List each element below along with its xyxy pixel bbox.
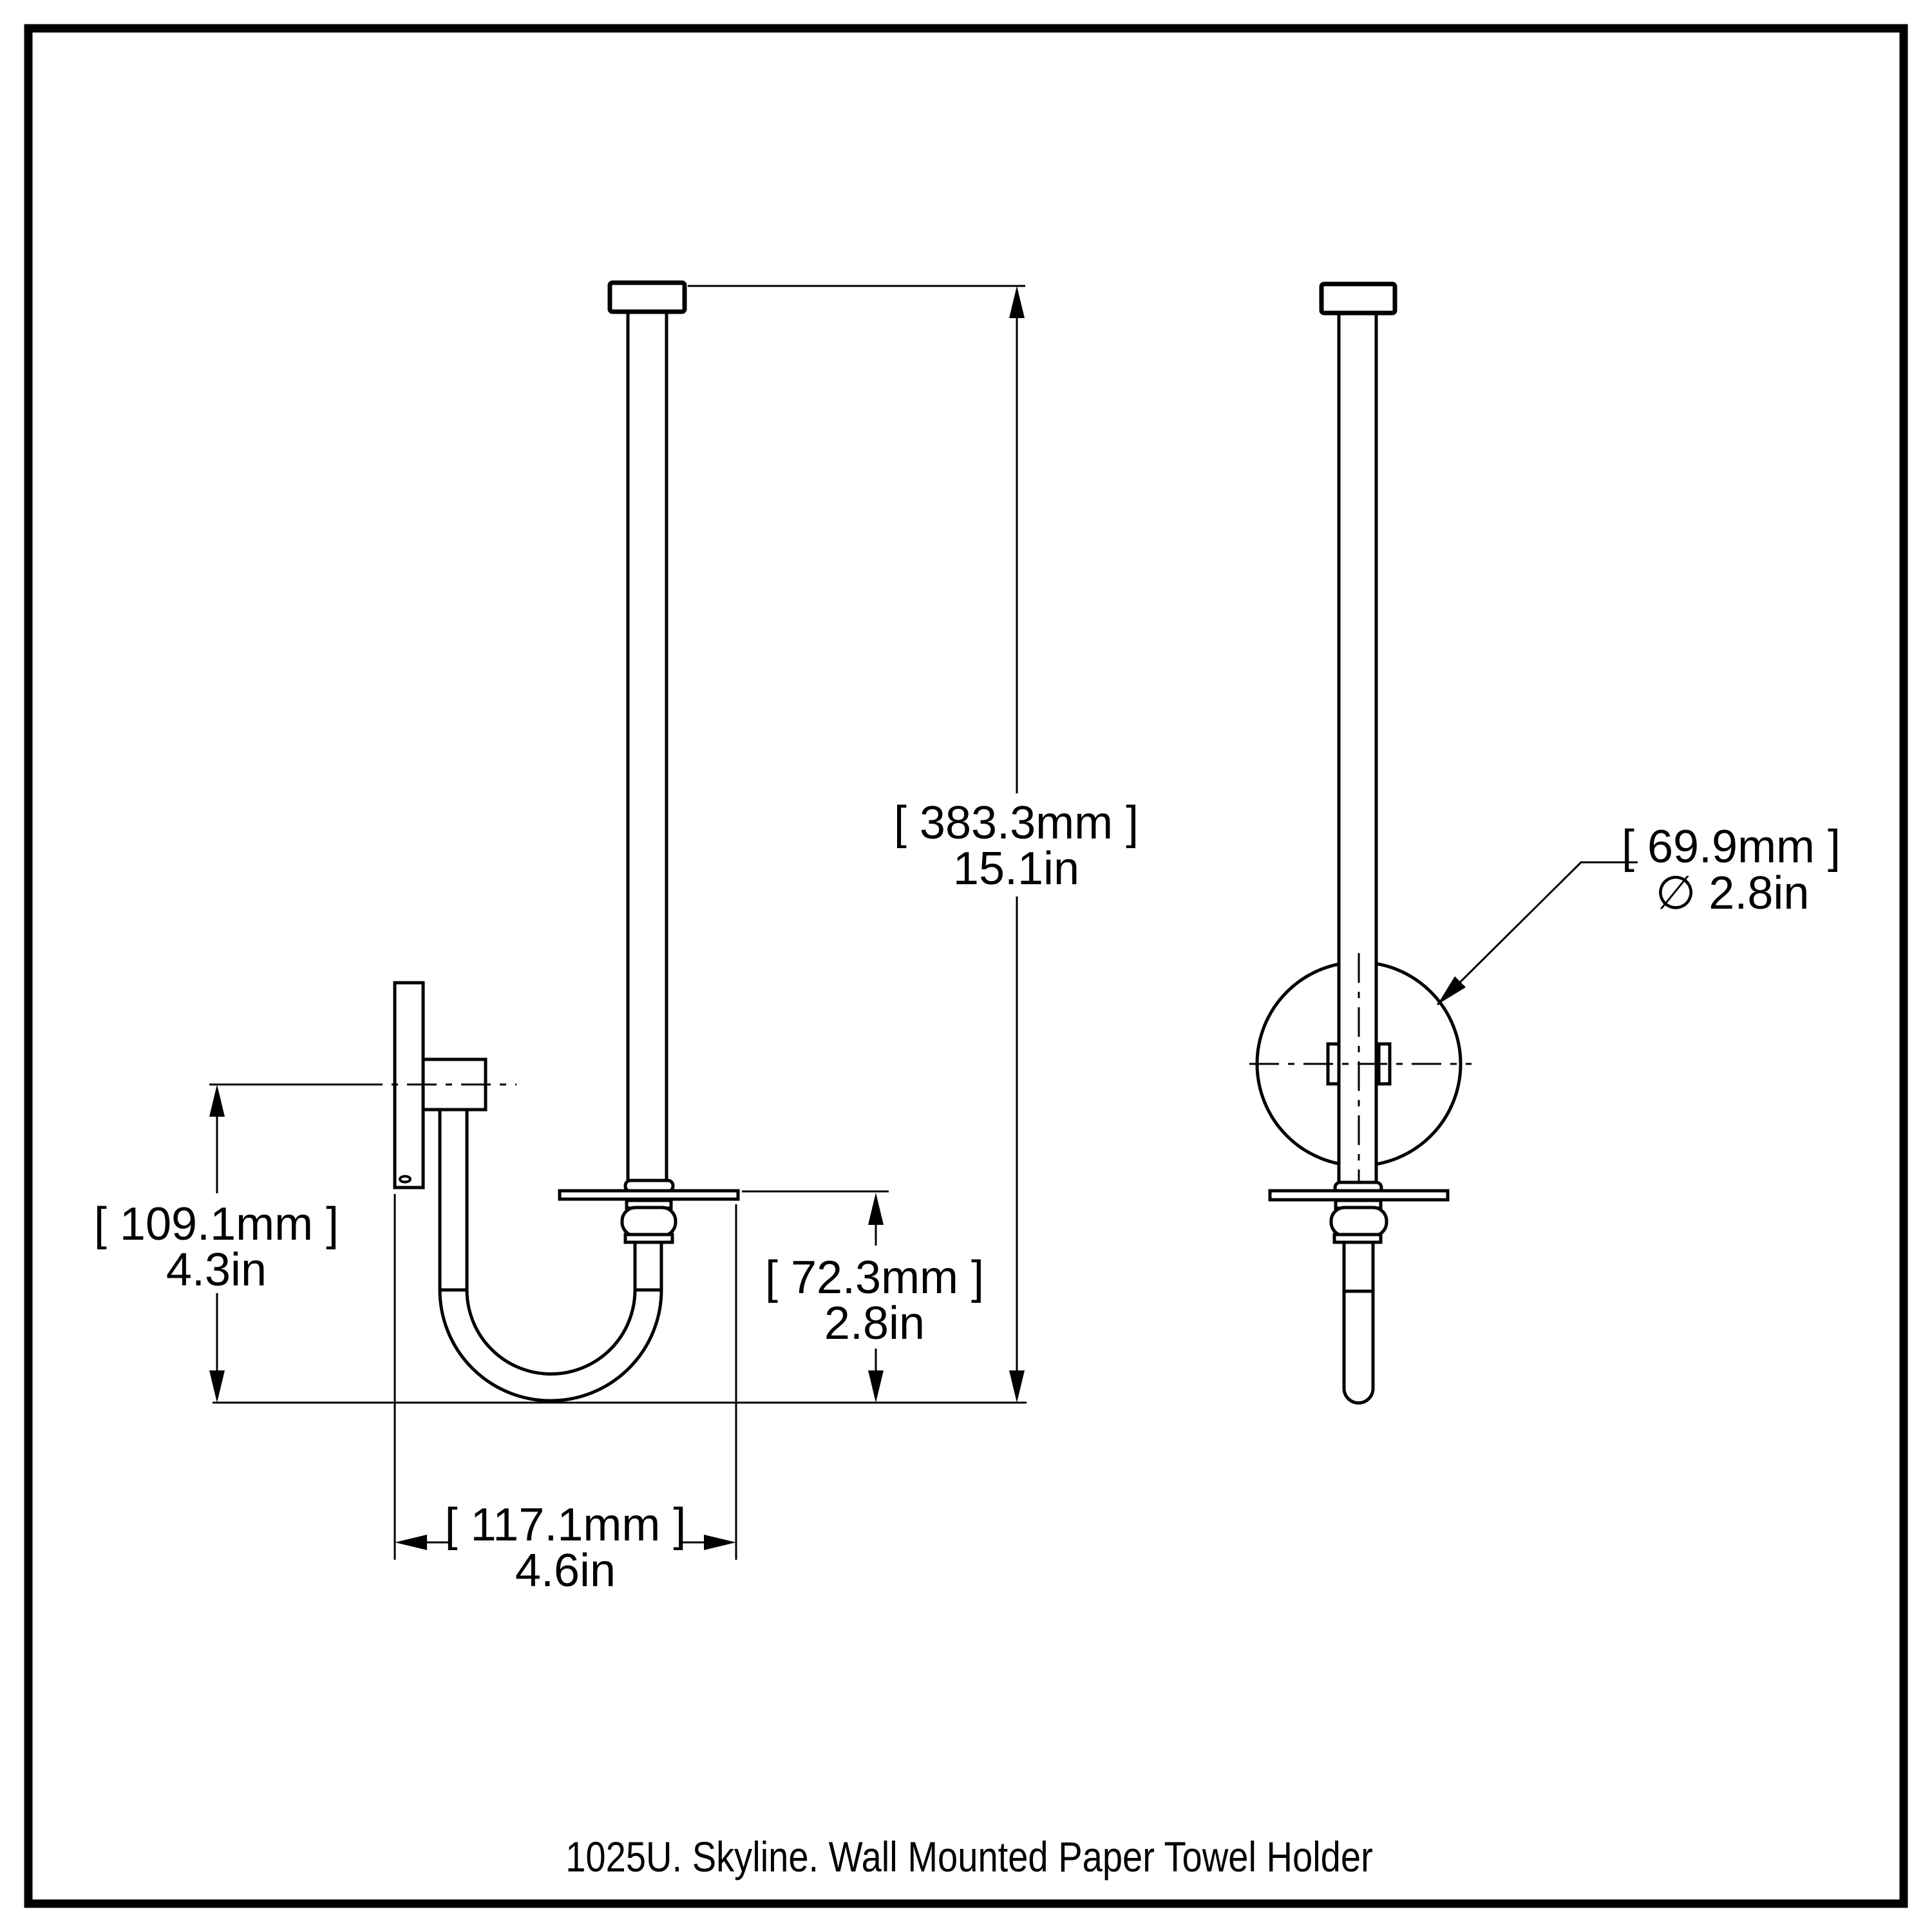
- dim-shelf-to-bottom: [ 72.3mm ] 2.8in: [742, 1190, 984, 1403]
- dim-backplate-diameter: [ 69.9mm ] ∅ 2.8in: [1436, 821, 1841, 1006]
- dim-overall-height: [ 383.3mm ] 15.1in: [688, 285, 1139, 1403]
- dim-overall-height-imperial: 15.1in: [953, 843, 1079, 895]
- arrow-up-icon: [209, 1084, 225, 1117]
- arrow-up-icon: [1009, 286, 1025, 318]
- front-view: [393, 280, 740, 1403]
- front-top-cap: [607, 280, 687, 314]
- dim-overall-height-metric: [ 383.3mm ]: [894, 797, 1139, 849]
- front-screw-hole: [399, 1175, 412, 1184]
- front-barrel-knob: [620, 1206, 677, 1238]
- side-view: [1249, 281, 1472, 1405]
- dim-projection-imperial: 4.6in: [515, 1545, 616, 1596]
- front-spindle: [633, 1242, 663, 1292]
- front-bottom-ring: [623, 1233, 674, 1244]
- arrow-right-icon: [704, 1535, 736, 1550]
- dim-projection-metric: [ 117.1mm ]: [445, 1499, 687, 1551]
- side-bottom-ring: [1332, 1233, 1383, 1244]
- arrow-left-icon: [395, 1535, 427, 1550]
- front-u-bend: [438, 1289, 663, 1403]
- caption-group: 1025U. Skyline. Wall Mounted Paper Towel…: [565, 1833, 1373, 1880]
- arrow-down-icon: [209, 1370, 225, 1403]
- drawing-caption: 1025U. Skyline. Wall Mounted Paper Towel…: [565, 1833, 1373, 1880]
- dim-diameter-metric: [ 69.9mm ]: [1622, 821, 1841, 873]
- dim-shelf-metric: [ 72.3mm ]: [765, 1252, 984, 1303]
- side-rod-fill: [1340, 313, 1375, 1182]
- side-main-rod: [1337, 313, 1378, 1182]
- side-roll-plate: [1268, 1189, 1450, 1202]
- dim-mount-imperial: 4.3in: [166, 1244, 267, 1296]
- arrow-diagonal-icon: [1437, 976, 1466, 1005]
- page-border: [24, 24, 1908, 1908]
- arrow-down-icon: [868, 1370, 884, 1403]
- front-roll-plate: [558, 1189, 740, 1201]
- side-barrel-knob: [1329, 1206, 1388, 1238]
- dim-shelf-imperial: 2.8in: [824, 1298, 925, 1349]
- side-top-cap: [1319, 281, 1397, 316]
- side-spindle: [1342, 1242, 1375, 1405]
- arrow-up-icon: [868, 1193, 884, 1225]
- front-main-rod: [626, 312, 668, 1181]
- dim-mount-metric: [ 109.1mm ]: [94, 1198, 339, 1250]
- dim-mount-center-to-bottom: [ 109.1mm ] 4.3in: [94, 1083, 516, 1403]
- leader-line: [1436, 861, 1638, 1006]
- arrow-down-icon: [1009, 1370, 1025, 1403]
- dim-diameter-imperial: ∅ 2.8in: [1656, 867, 1810, 919]
- front-arm-tube: [438, 1110, 469, 1292]
- dim-projection-width: [ 117.1mm ] 4.6in: [393, 1194, 737, 1596]
